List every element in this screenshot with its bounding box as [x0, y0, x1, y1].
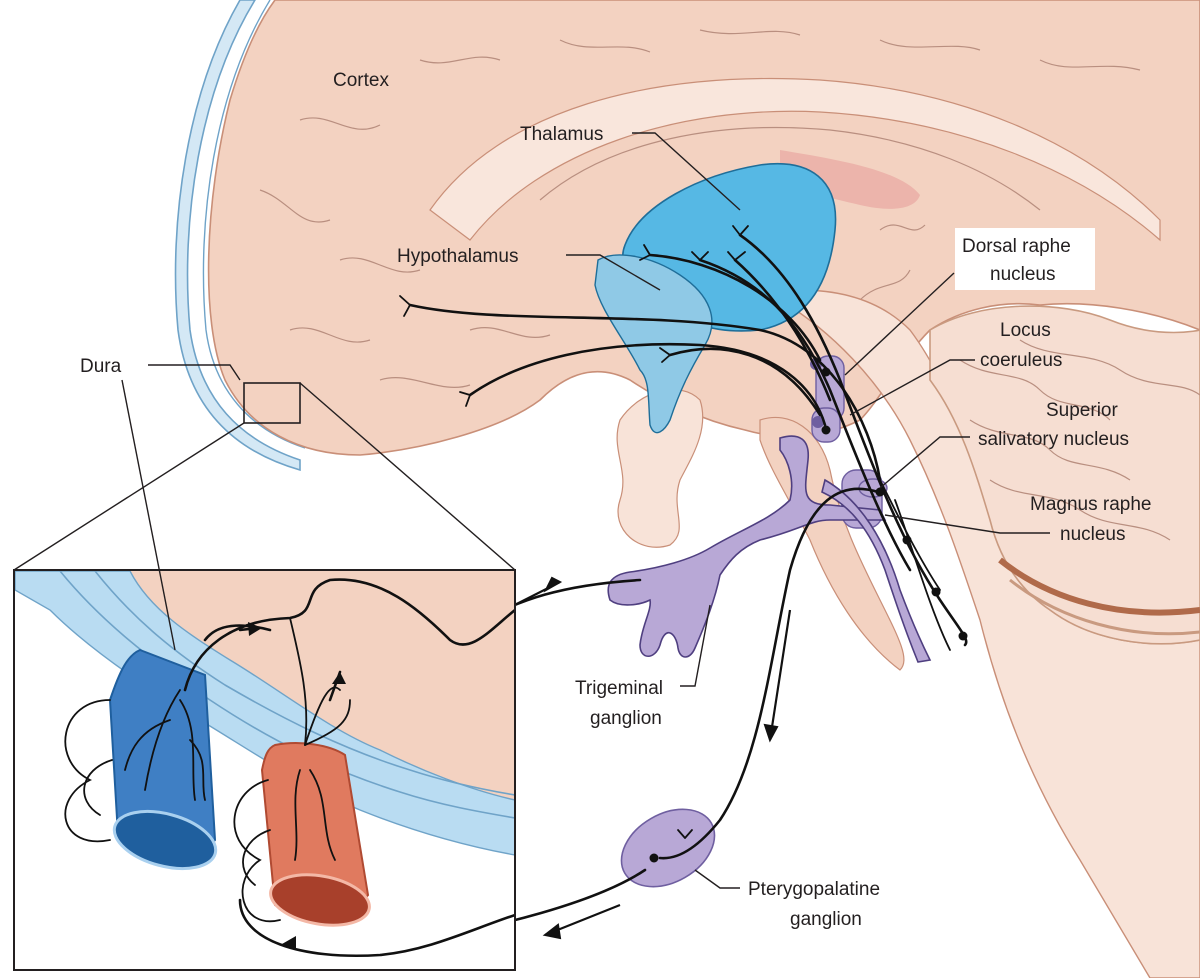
label-hypothalamus: Hypothalamus — [397, 246, 518, 267]
label-dorsal-raphe-line1: Dorsal raphe — [962, 236, 1071, 257]
pterygopalatine-ganglion — [608, 794, 729, 903]
label-dorsal-raphe-line2: nucleus — [990, 264, 1056, 285]
label-thalamus: Thalamus — [520, 124, 603, 145]
label-superior-line2: salivatory nucleus — [978, 429, 1129, 450]
label-pterygopalatine-line2: ganglion — [790, 909, 862, 930]
label-magnus-line1: Magnus raphe — [1030, 494, 1151, 515]
label-magnus-line2: nucleus — [1060, 524, 1126, 545]
label-trigeminal-line2: ganglion — [590, 708, 662, 729]
label-superior-line1: Superior — [1046, 400, 1118, 421]
label-locus-line2: coeruleus — [980, 350, 1062, 371]
label-cortex: Cortex — [333, 70, 389, 91]
inset-panel — [14, 570, 515, 970]
label-locus-line1: Locus — [1000, 320, 1051, 341]
label-trigeminal-line1: Trigeminal — [575, 678, 663, 699]
label-dura: Dura — [80, 356, 122, 377]
label-pterygopalatine-line1: Pterygopalatine — [748, 879, 880, 900]
